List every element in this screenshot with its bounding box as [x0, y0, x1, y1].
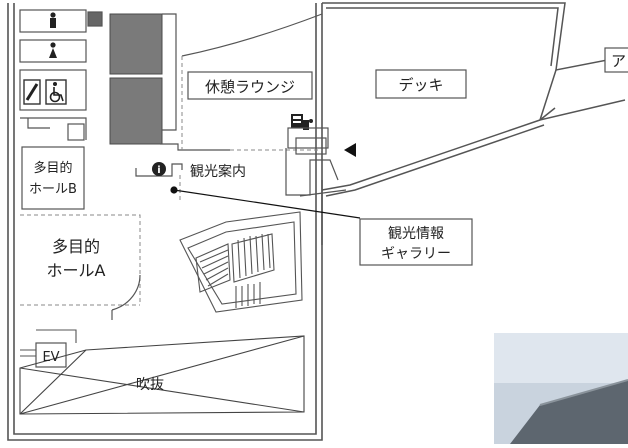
gallery-leader [170, 186, 361, 219]
dashed-partitions [20, 56, 322, 306]
vending-machine-icon [291, 114, 313, 130]
lounge-wall [181, 13, 323, 57]
toilet-block [19, 9, 103, 141]
lounge-label-box [187, 71, 313, 100]
hall-a-label-line1: 多目的 [52, 237, 100, 256]
cropped-label: ア [611, 52, 626, 70]
stairs [179, 211, 303, 313]
information-icon [152, 162, 166, 176]
gallery-label-line2: ギャラリー [381, 246, 451, 262]
entrance-arrow-icon [344, 143, 356, 157]
atrium-label: 吹抜 [136, 377, 164, 393]
wheelchair-icon [45, 79, 67, 105]
entrance-area [285, 127, 347, 197]
gallery-label-line1: 観光情報 [388, 225, 444, 242]
tourist-info-counter [135, 163, 183, 177]
gallery-label-box [359, 218, 473, 266]
hall-b-label-line1: 多目的 [33, 160, 72, 176]
female-toilet-icon [49, 42, 57, 58]
deck-outline [321, 2, 628, 245]
elevator-box [35, 342, 67, 368]
photo-thumbnail [494, 333, 628, 444]
service-core [109, 13, 163, 145]
svg-text:i: i [157, 165, 160, 176]
tourist-info-label: 観光案内 [190, 163, 246, 180]
deck-label-box [375, 69, 467, 99]
hall-b-box [21, 146, 85, 210]
lounge-label: 休憩ラウンジ [205, 78, 295, 96]
atrium-void [19, 335, 305, 415]
baby-care-icon [23, 79, 41, 105]
cropped-label-box [604, 47, 628, 73]
gallery-marker-icon [170, 186, 178, 194]
hall-a-door [111, 274, 141, 311]
hall-b-label-line2: ホールB [29, 182, 77, 197]
deck-label: デッキ [398, 76, 443, 94]
elevator-label: EV [42, 350, 59, 365]
hall-a-label-line2: ホールA [47, 261, 106, 280]
male-toilet-icon [50, 12, 56, 28]
